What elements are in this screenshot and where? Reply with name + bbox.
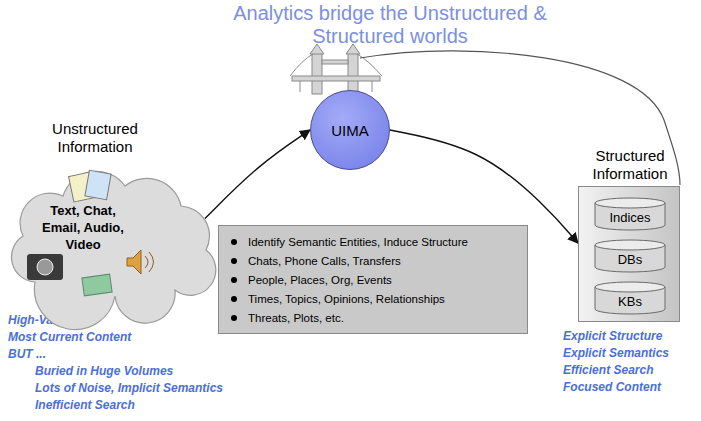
note-label: Inefficient Search (35, 398, 135, 413)
note-label: Lots of Noise, Implicit Semantics (35, 381, 223, 396)
bullet-item: Chats, Phone Calls, Transfers (227, 251, 519, 270)
heading: Unstructured Information (33, 120, 157, 156)
node-text: People, Places, Org, Events (248, 274, 392, 286)
bridge-illustration (290, 44, 382, 94)
node-text: Threats, Plots, etc. (248, 312, 344, 324)
note-label: Focused Content (563, 380, 661, 395)
node-text: Identify Semantic Entities, Induce Struc… (248, 236, 468, 248)
bullet-item: Identify Semantic Entities, Induce Struc… (227, 232, 519, 251)
database-cylinder: DBs (594, 239, 666, 273)
bridge-line (360, 51, 680, 185)
shape-outline (5, 170, 220, 305)
database-cylinder: Indices (594, 197, 666, 231)
node-text: Times, Topics, Opinions, Relationships (248, 293, 445, 305)
note-label: Most Current Content (8, 330, 131, 345)
node-text: KBs (618, 294, 642, 309)
store-box: IndicesDBsKBsStructured Information (578, 186, 680, 322)
feature-panel: Identify Semantic Entities, Induce Struc… (218, 225, 528, 334)
bullet-item: People, Places, Org, Events (227, 270, 519, 289)
node-text: UIMA (331, 122, 369, 139)
bullet-dot (231, 277, 237, 283)
bullet-dot (231, 258, 237, 264)
media-icons (27, 170, 154, 296)
note-label: Explicit Structure (563, 329, 662, 344)
bullet-item: Times, Topics, Opinions, Relationships (227, 289, 519, 308)
bullet-dot (231, 296, 237, 302)
bullet-dot (231, 315, 237, 321)
bullet-item: Threats, Plots, etc. (227, 308, 519, 327)
source-cloud: Unstructured InformationText, Chat, Emai… (5, 170, 220, 305)
database-cylinder: KBs (594, 281, 666, 315)
title: Analytics bridge the Unstructured & Stru… (215, 2, 565, 48)
heading: Structured Information (557, 147, 701, 183)
engine-circle: UIMA (310, 90, 390, 170)
note-label: Buried in Huge Volumes (35, 364, 173, 379)
flow-arrow (205, 130, 310, 219)
node-text: DBs (618, 252, 643, 267)
node-text: Text, Chat, Email, Audio, Video (33, 202, 133, 253)
note-label: Explicit Semantics (563, 346, 669, 361)
bullet-dot (231, 239, 237, 245)
node-text: Indices (609, 210, 650, 225)
note-label: BUT ... (8, 347, 46, 362)
note-label: Efficient Search (563, 363, 653, 378)
node-text: Chats, Phone Calls, Transfers (248, 255, 401, 267)
